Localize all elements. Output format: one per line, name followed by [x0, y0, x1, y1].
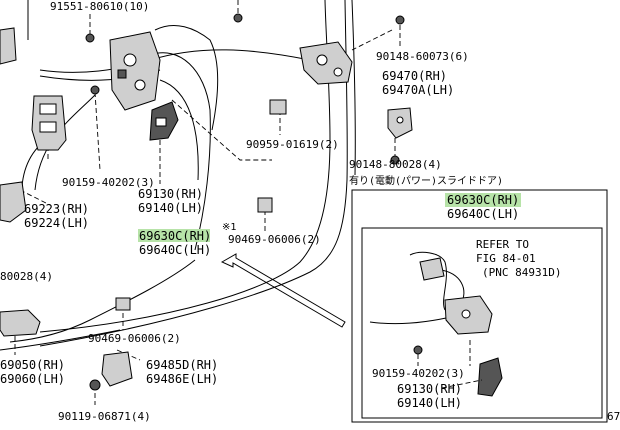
clip-90959 — [269, 99, 287, 115]
label-69470-rh: 69470(RH) — [382, 69, 447, 83]
inset-label-69630C-rh: 69630C(RH) — [447, 193, 519, 207]
clip-90159 — [90, 85, 100, 95]
highlight-69630C-inset — [445, 193, 521, 207]
label-90148-80028: 90148-80028(4) — [349, 158, 442, 171]
label-69640C-lh: 69640C(LH) — [139, 243, 211, 257]
lock-actuator-69130 — [149, 101, 179, 141]
screw-90119 — [89, 379, 101, 391]
inset-label-69130-rh: 69130(RH) — [397, 382, 462, 396]
label-90469-lower: 90469-06006(2) — [88, 332, 181, 345]
label-69223-rh: 69223(RH) — [24, 202, 89, 216]
label-69224-lh: 69224(LH) — [24, 216, 89, 230]
inset-refer-line1: REFER TO — [476, 238, 529, 251]
rear-lock-assembly — [299, 41, 353, 85]
label-69050-rh: 69050(RH) — [0, 358, 65, 372]
inset-label-69640C-lh: 69640C(LH) — [447, 207, 519, 221]
bolt-90148 — [390, 15, 405, 165]
screw-91551 — [85, 13, 243, 43]
label-80028: 80028(4) — [0, 270, 53, 283]
label-69485D-rh: 69485D(RH) — [146, 358, 218, 372]
label-69060-lh: 69060(LH) — [0, 372, 65, 386]
inset-box — [351, 189, 608, 423]
striker-69470 — [387, 107, 413, 139]
label-91551: 91551-80610(10) — [50, 0, 149, 13]
label-90148-60073: 90148-60073(6) — [376, 50, 469, 63]
label-90469-upper: 90469-06006(2) — [228, 233, 321, 246]
door-lock-assembly — [109, 31, 161, 111]
clip-90469-lower — [115, 297, 131, 311]
arrow-to-inset — [220, 253, 346, 328]
label-69140-lh: 69140(LH) — [138, 201, 203, 215]
label-note-mark: ※1 — [222, 222, 236, 233]
label-69630C-rh: 69630C(RH) — [139, 229, 211, 243]
label-power-slide-note: 有り(電動(パワー)スライドドア) — [349, 174, 503, 187]
page-number-fragment: 67 — [607, 410, 620, 423]
outside-handle-69050 — [0, 309, 41, 337]
remote-control-bracket-69223 — [31, 95, 67, 151]
label-69486E-lh: 69486E(LH) — [146, 372, 218, 386]
label-90119: 90119-06871(4) — [58, 410, 151, 423]
clip-90469-upper — [257, 197, 273, 213]
inset-refer-line2: FIG 84-01 — [476, 252, 536, 265]
bracket-left-edge — [0, 27, 27, 223]
inset-label-90159: 90159-40202(3) — [372, 367, 465, 380]
highlight-69630C-main — [138, 229, 210, 242]
label-69130-rh: 69130(RH) — [138, 187, 203, 201]
cover-69485 — [101, 351, 133, 387]
label-90159-40202: 90159-40202(3) — [62, 176, 155, 189]
label-90959: 90959-01619(2) — [246, 138, 339, 151]
inset-refer-line3: (PNC 84931D) — [482, 266, 561, 279]
inset-label-69140-lh: 69140(LH) — [397, 396, 462, 410]
label-69470-lh: 69470A(LH) — [382, 83, 454, 97]
